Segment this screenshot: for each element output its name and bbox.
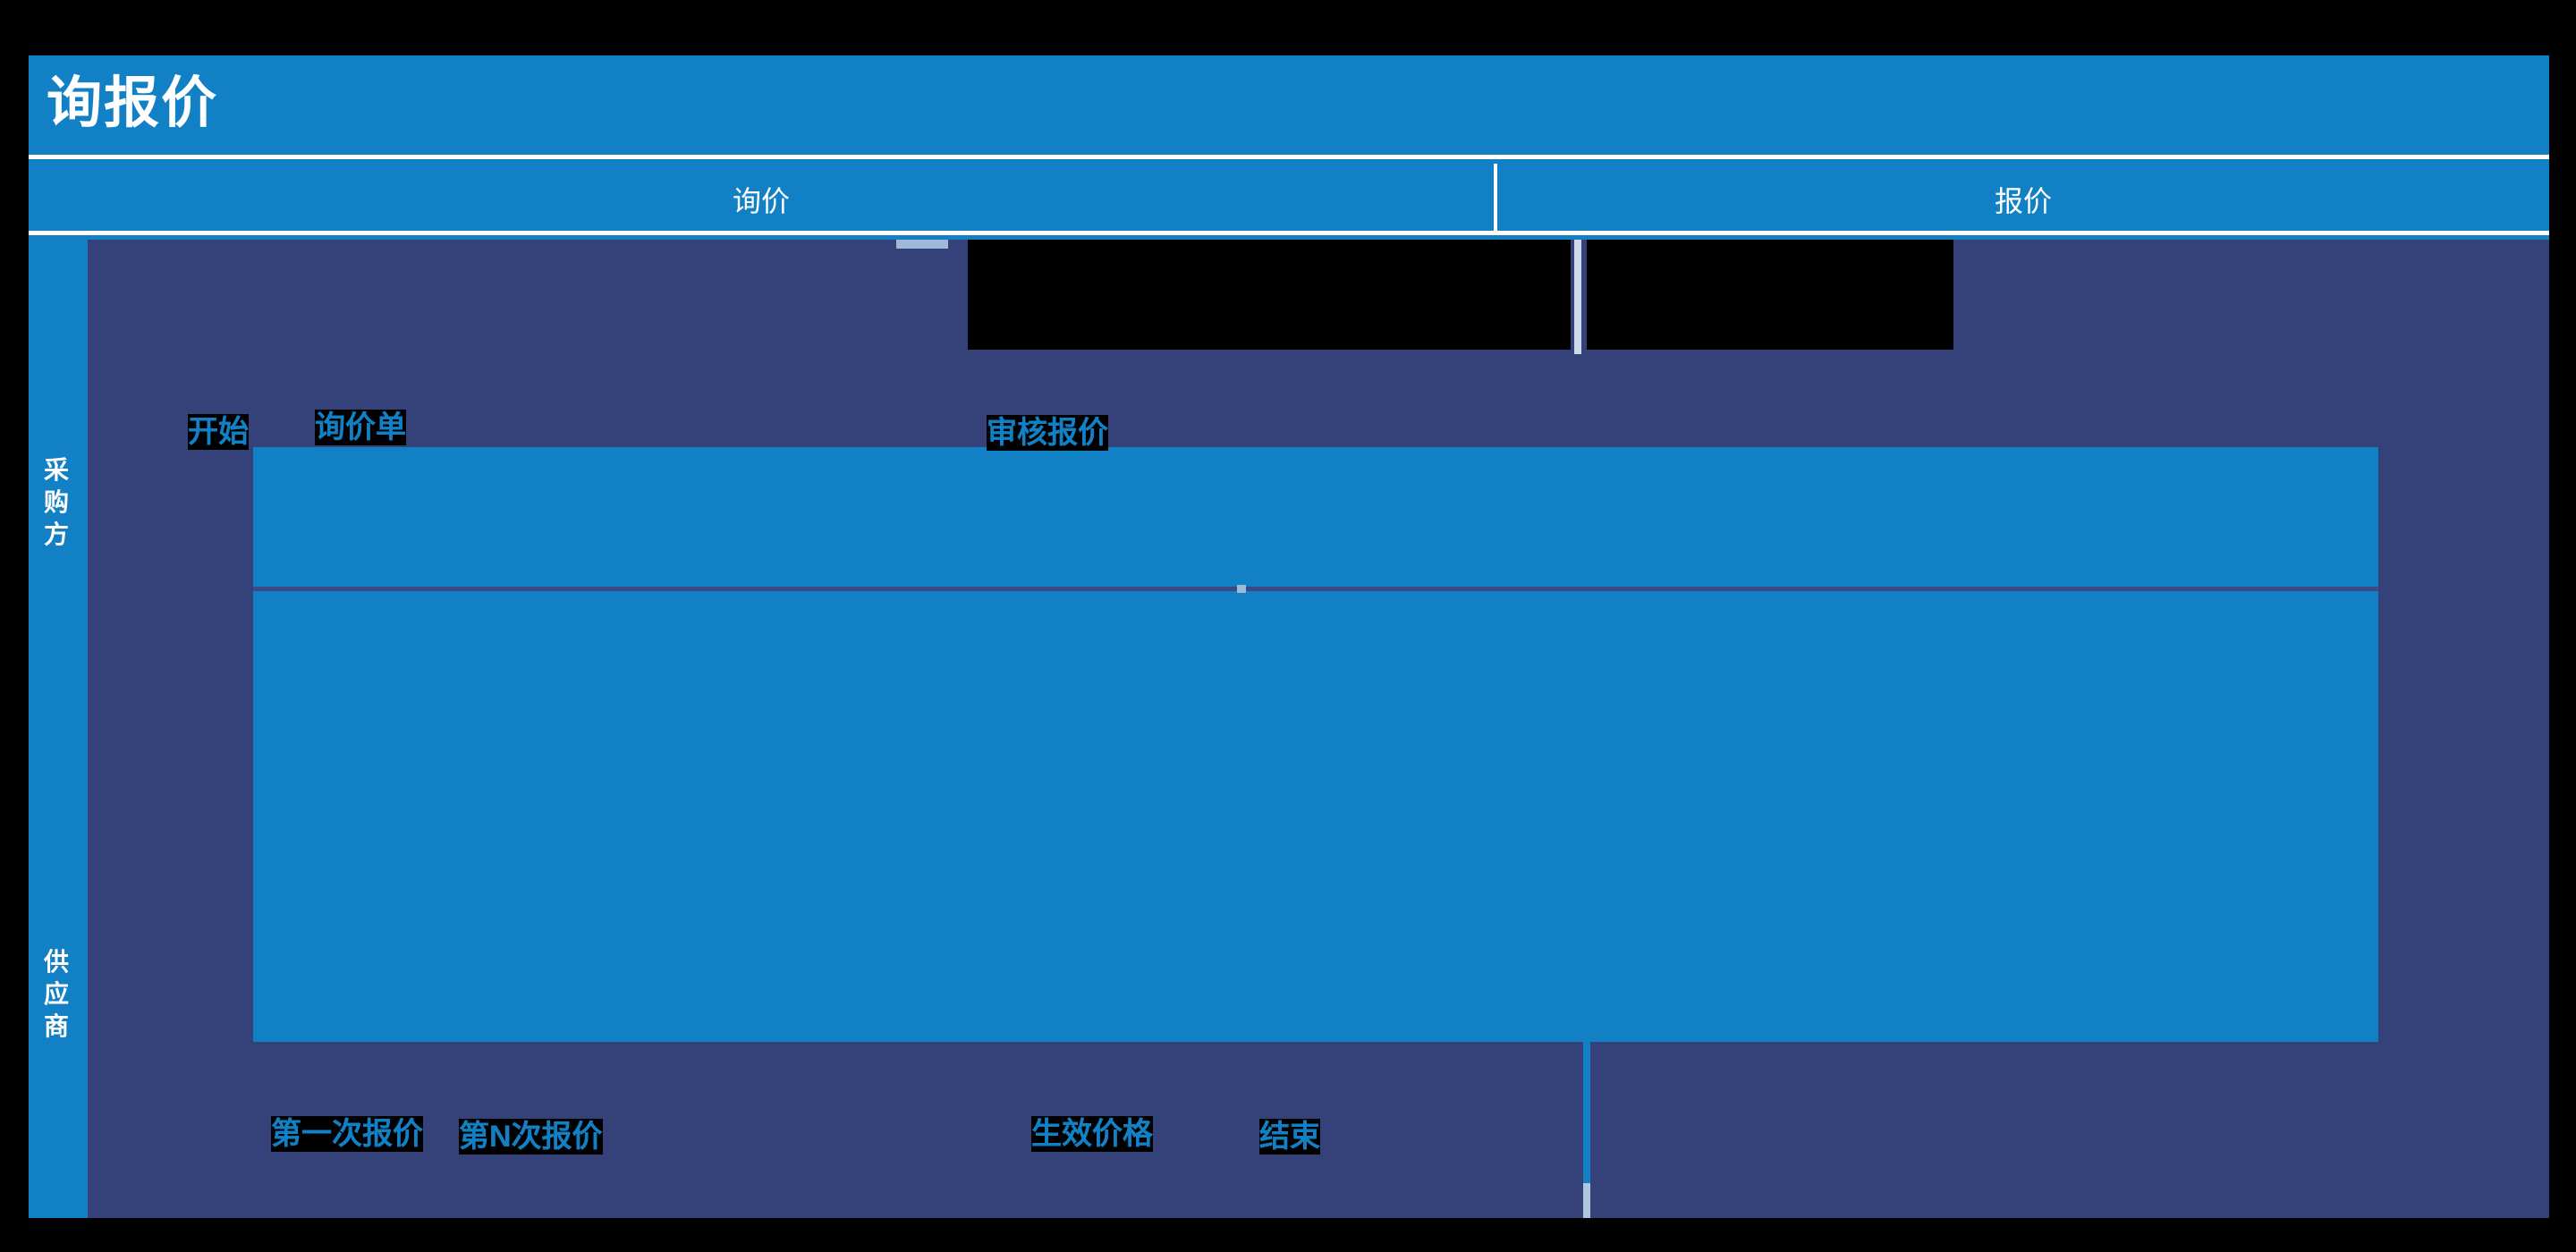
top-band [88,240,968,408]
phase-divider-line [1574,240,1581,354]
process-block[interactable] [253,447,2378,1042]
top-stub-marker [896,240,948,249]
title-band: 询报价 [29,55,2549,159]
occlusion-block-right [1587,240,1953,350]
node-effective-price[interactable]: 生效价格 [1031,1116,1153,1152]
lane-label-buyer: 采 购 方 [43,456,69,548]
diagram-frame: 询报价 询价 报价 采 购 方 供 应 商 开始 询价单 审核报价 第一次报价 … [29,55,2549,1218]
phase-header-quotation[interactable]: 报价 [1494,164,2549,235]
occlusion-block-left [968,240,1571,350]
connector-line-lower [1583,1183,1590,1218]
diagram-canvas: 开始 询价单 审核报价 第一次报价 第N次报价 生效价格 结束 [88,240,2549,1218]
node-nth-quote[interactable]: 第N次报价 [459,1119,603,1155]
process-block-divider-notch [1237,585,1246,593]
phase-header-row: 询价 报价 [29,164,2549,235]
node-start[interactable]: 开始 [188,414,249,450]
page-title: 询报价 [47,72,219,134]
node-review-quote[interactable]: 审核报价 [987,415,1108,451]
node-inquiry-form[interactable]: 询价单 [315,410,406,445]
phase-header-inquiry[interactable]: 询价 [732,185,790,217]
node-first-quote[interactable]: 第一次报价 [271,1116,423,1152]
process-block-tab [571,1042,1027,1053]
lane-label-column: 采 购 方 供 应 商 [29,240,84,1218]
process-block-divider [253,587,2378,591]
lane-label-supplier: 供 应 商 [43,948,69,1040]
connector-line-upper [1583,1042,1590,1183]
node-end[interactable]: 结束 [1259,1119,1320,1155]
